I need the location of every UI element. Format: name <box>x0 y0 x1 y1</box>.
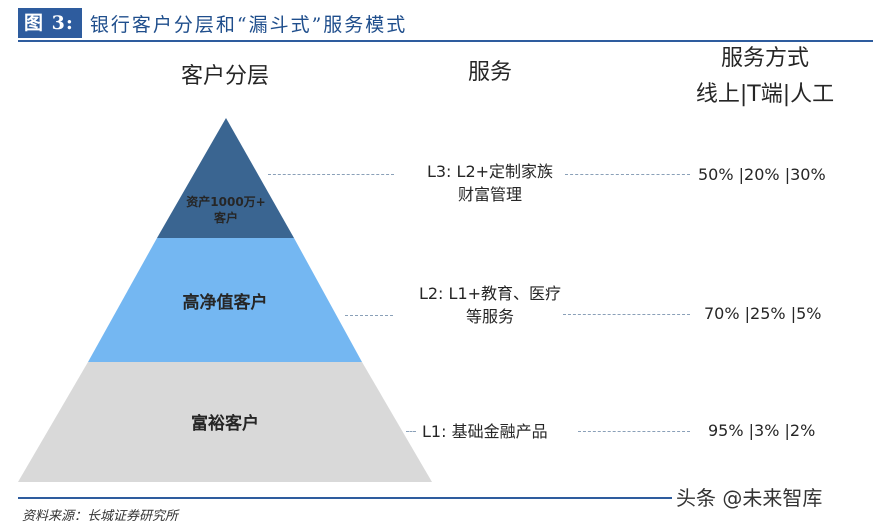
service-l2: L2: L1+教育、医疗 等服务 <box>400 282 580 328</box>
connector-l1-left <box>406 431 416 432</box>
service-l2-line1: L2: L1+教育、医疗 <box>418 284 562 303</box>
connector-l2-right <box>563 314 690 315</box>
tier-l3-label: 资产1000万+ 客户 <box>170 194 282 226</box>
tier-l3-label-line2: 客户 <box>213 211 238 225</box>
header-method-line2: 线上|T端|人工 <box>695 82 835 107</box>
service-l3: L3: L2+定制家族 财富管理 <box>405 160 575 206</box>
service-l3-line1: L3: L2+定制家族 <box>426 162 554 181</box>
connector-l3-right <box>565 174 690 175</box>
tier-l2-label: 高净值客户 <box>182 293 268 313</box>
split-l2: 70% |25% |5% <box>704 304 822 323</box>
tier-l3-label-line1: 资产1000万+ <box>186 195 266 209</box>
tier-l2-shape <box>88 238 362 362</box>
service-l1: L1: 基础金融产品 <box>422 422 548 441</box>
service-l3-line2: 财富管理 <box>457 185 522 204</box>
figure-title: 银行客户分层和“漏斗式”服务模式 <box>89 13 408 36</box>
footer-rule <box>18 497 733 499</box>
source-note: 资料来源：长城证券研究所 <box>22 509 179 524</box>
figure-title-bar: 图 3: 银行客户分层和“漏斗式”服务模式 <box>18 8 407 38</box>
header-tiers: 客户分层 <box>180 64 269 89</box>
connector-l2-left <box>345 315 393 316</box>
header-method-line1: 服务方式 <box>720 46 809 71</box>
watermark: 头条 @未来智库 <box>672 482 827 511</box>
split-l1: 95% |3% |2% <box>708 421 816 440</box>
service-l2-line2: 等服务 <box>465 307 514 326</box>
figure-label: 图 3: <box>18 8 82 38</box>
connector-l1-right <box>578 431 690 432</box>
tier-l1-label: 富裕客户 <box>191 414 259 434</box>
tier-l3-shape <box>157 118 294 238</box>
header-services: 服务 <box>467 60 512 85</box>
title-rule <box>18 40 873 42</box>
tier-l1-shape <box>18 362 432 482</box>
connector-l3-left <box>268 174 394 175</box>
split-l3: 50% |20% |30% <box>698 165 826 184</box>
